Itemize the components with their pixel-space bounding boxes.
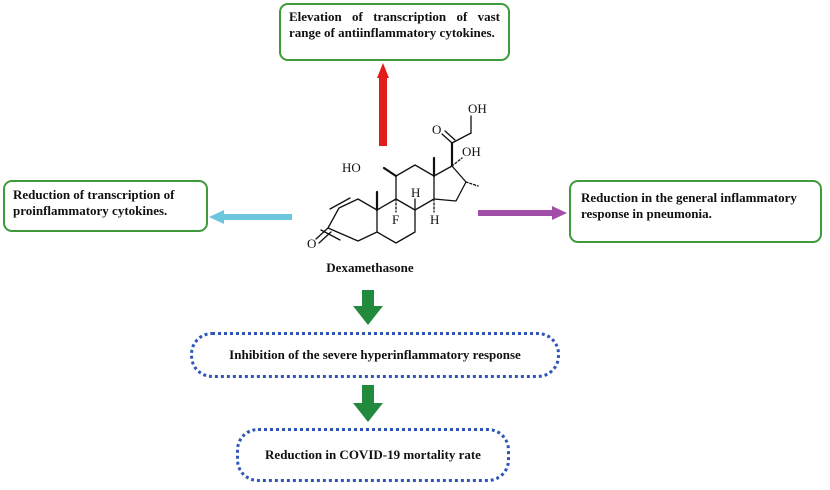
- proinflammatory-box: Reduction of transcription of proinflamm…: [3, 180, 208, 232]
- ho-label: HO: [342, 160, 361, 175]
- o-3-label: O: [307, 236, 316, 251]
- pneumonia-text: Reduction in the general inflammatory re…: [581, 190, 797, 221]
- arrow-down-1: [353, 290, 383, 325]
- o-ketone-label: O: [432, 122, 441, 137]
- hyperinflammatory-text: Inhibition of the severe hyperinflammato…: [229, 347, 521, 362]
- mortality-text: Reduction in COVID-19 mortality rate: [265, 447, 481, 462]
- anti-inflammatory-text: Elevation of transcription of vast range…: [289, 9, 500, 40]
- drug-name: Dexamethasone: [326, 260, 414, 275]
- anti-inflammatory-box: Elevation of transcription of vast range…: [279, 3, 510, 61]
- proinflammatory-text: Reduction of transcription of proinflamm…: [13, 187, 175, 218]
- hyperinflammatory-box: Inhibition of the severe hyperinflammato…: [190, 332, 560, 378]
- arrow-up: [377, 63, 389, 146]
- oh-17-label: OH: [462, 144, 481, 159]
- arrow-right: [478, 206, 567, 220]
- arrow-down-2: [353, 385, 383, 422]
- arrow-left: [209, 210, 292, 224]
- mortality-box: Reduction in COVID-19 mortality rate: [236, 428, 510, 482]
- h-14-label: H: [430, 212, 439, 227]
- h-8-label: H: [411, 185, 420, 200]
- pneumonia-box: Reduction in the general inflammatory re…: [569, 180, 822, 243]
- oh-top-label: OH: [468, 101, 487, 116]
- f-label: F: [392, 212, 399, 227]
